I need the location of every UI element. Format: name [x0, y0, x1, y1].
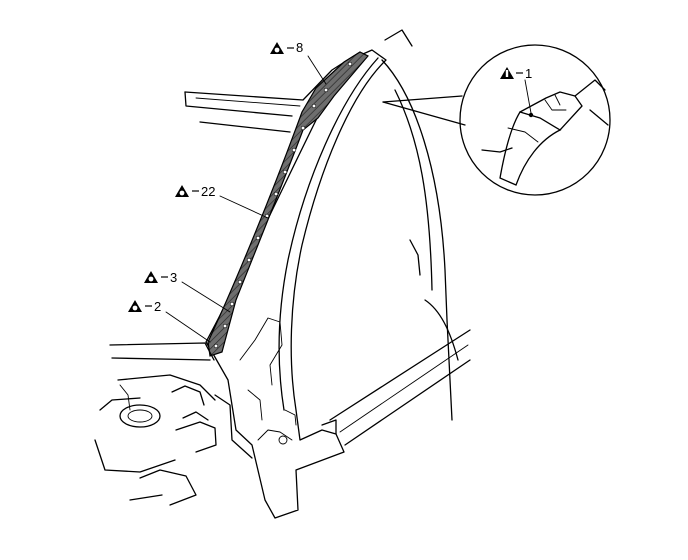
callout-number: 8	[296, 40, 303, 55]
weld-spot-triangle-icon	[128, 300, 142, 312]
callout-3: 3	[144, 270, 177, 285]
weld-spot-triangle-icon	[270, 42, 284, 54]
callout-2: 2	[128, 299, 161, 314]
weld-spot-triangle-icon	[144, 271, 158, 283]
callout-number: 2	[154, 299, 161, 314]
door-opening-frame	[329, 59, 471, 446]
leader-lines	[165, 55, 532, 343]
callout-number: 3	[170, 270, 177, 285]
front-pillar	[205, 49, 387, 519]
lower-cowl-structure	[94, 342, 253, 506]
callout-8: 8	[270, 40, 303, 55]
callout-1: 1	[500, 66, 532, 81]
weld-flange-strip	[207, 51, 369, 357]
callout-22: 22	[175, 184, 215, 199]
callout-number: 1	[525, 66, 532, 81]
weld-spot-triangle-icon	[175, 185, 189, 197]
callout-number: 22	[201, 184, 215, 199]
brazing-point-triangle-icon	[500, 67, 514, 79]
detail-magnifier	[382, 44, 611, 196]
